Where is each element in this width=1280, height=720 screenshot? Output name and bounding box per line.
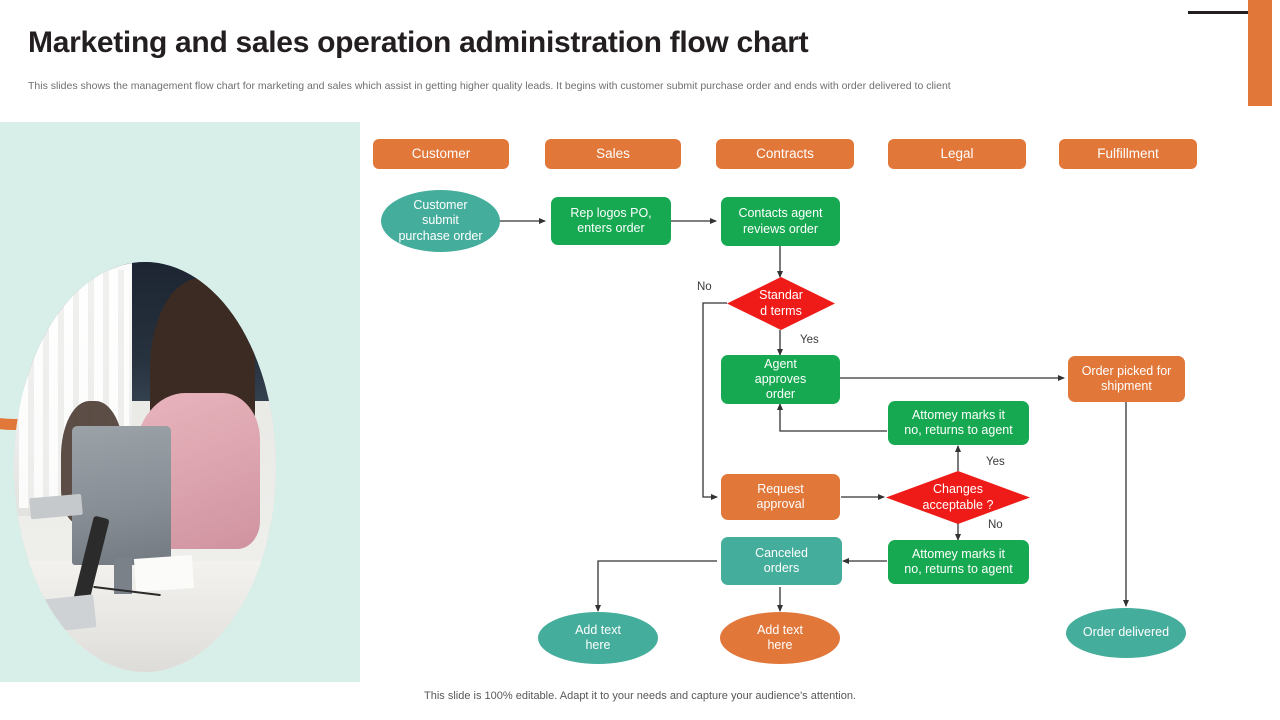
node-contacts-agent[interactable]: Contacts agent reviews order [721, 197, 840, 246]
edge-label-standard-terms-yes: Yes [800, 334, 819, 346]
node-line: submit [422, 213, 459, 228]
lane-header-label: Sales [596, 145, 630, 161]
edge-label-standard-terms-no: No [697, 281, 712, 293]
page-title: Marketing and sales operation administra… [28, 26, 809, 59]
node-line: orders [763, 561, 800, 575]
node-order-picked[interactable]: Order picked for shipment [1068, 356, 1185, 402]
decorative-orange-bar [1248, 0, 1272, 106]
node-attorney-marks-1[interactable]: Attomey marks it no, returns to agent [888, 401, 1029, 445]
lane-header-contracts[interactable]: Contracts [716, 139, 854, 169]
ring-mask [0, 136, 170, 286]
node-request-approval[interactable]: Request approval [721, 474, 840, 520]
node-line: Standar [759, 288, 803, 303]
left-image-panel [0, 122, 360, 682]
edge-label-changes-yes: Yes [986, 456, 1005, 468]
node-line: reviews order [742, 221, 819, 236]
node-line: Attomey marks it [911, 546, 1006, 561]
node-line: no, returns to agent [904, 562, 1013, 576]
node-line: approves [754, 371, 807, 386]
node-line: Order delivered [1082, 625, 1170, 640]
lane-header-label: Customer [411, 145, 471, 161]
photo-monitor-stand [113, 557, 132, 595]
lane-header-label: Legal [940, 145, 974, 161]
node-line: no, returns to agent [904, 423, 1013, 437]
node-agent-approves[interactable]: Agent approves order [721, 355, 840, 404]
node-line: acceptable ? [922, 497, 994, 512]
lane-header-customer[interactable]: Customer [373, 139, 509, 169]
node-line: Customer [413, 198, 468, 213]
lane-header-fulfillment[interactable]: Fulfillment [1059, 139, 1197, 169]
node-order-delivered[interactable]: Order delivered [1066, 608, 1186, 658]
node-line: Rep logos PO, [570, 205, 652, 220]
node-line: enters order [577, 221, 645, 235]
node-line: Add text [757, 622, 803, 637]
node-line: d terms [760, 303, 802, 318]
lane-header-label: Contracts [756, 145, 814, 161]
node-line: here [585, 638, 611, 652]
page-subtitle: This slides shows the management flow ch… [28, 80, 951, 92]
node-customer-submit[interactable]: Customer submit purchase order [381, 190, 500, 252]
node-line: Contacts agent [738, 206, 823, 221]
node-line: Request [757, 481, 804, 496]
footer-note: This slide is 100% editable. Adapt it to… [424, 690, 856, 702]
node-line: shipment [1101, 379, 1152, 393]
office-photo [14, 262, 276, 672]
node-line: Canceled [755, 545, 808, 560]
node-line: Order picked for [1081, 363, 1172, 378]
node-line: here [767, 638, 793, 652]
lane-header-legal[interactable]: Legal [888, 139, 1026, 169]
node-line: Add text [575, 622, 621, 637]
node-line: Changes [932, 482, 984, 497]
node-line: purchase order [398, 228, 483, 243]
decorative-line [1188, 11, 1252, 14]
node-line: Attomey marks it [911, 407, 1006, 422]
node-add-text-center[interactable]: Add text here [720, 612, 840, 664]
node-add-text-left[interactable]: Add text here [538, 612, 658, 664]
node-canceled-orders[interactable]: Canceled orders [721, 537, 842, 585]
node-line: Agent [764, 356, 797, 371]
node-line: order [765, 387, 796, 402]
lane-header-sales[interactable]: Sales [545, 139, 681, 169]
lane-header-label: Fulfillment [1097, 145, 1159, 161]
node-rep-logs-po[interactable]: Rep logos PO, enters order [551, 197, 671, 245]
node-line: approval [756, 497, 805, 511]
edge-label-changes-no: No [988, 519, 1003, 531]
node-attorney-marks-2[interactable]: Attomey marks it no, returns to agent [888, 540, 1029, 584]
